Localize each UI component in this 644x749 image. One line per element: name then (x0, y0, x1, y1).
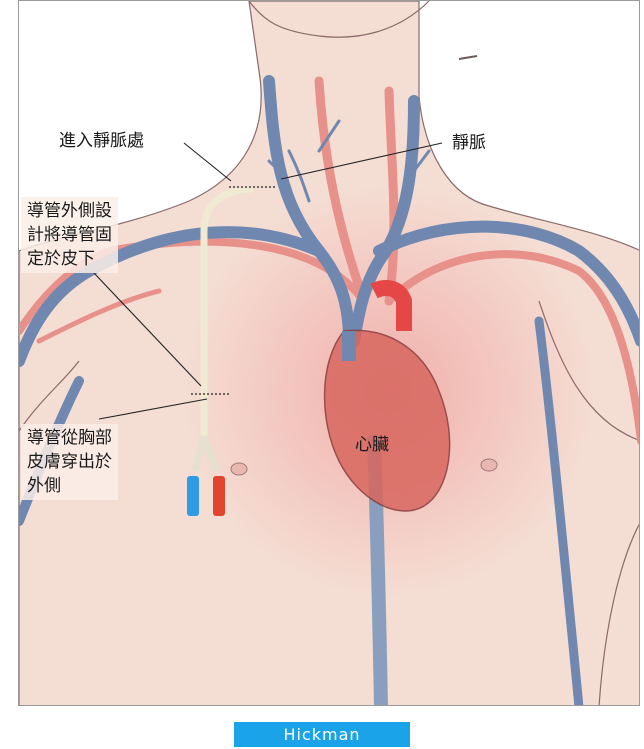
illustration-frame: 進入靜脈處 靜脈 導管外側設 計將導管固 定於皮下 導管從胸部 皮膚穿出於 外側… (18, 0, 640, 706)
mouth-line (459, 56, 477, 59)
label-entry-site: 進入靜脈處 (59, 129, 144, 153)
label-catheter-fixed-line: 定於皮下 (27, 247, 112, 271)
label-catheter-exit-line: 外側 (27, 474, 112, 498)
red-lumen-cap (213, 476, 225, 516)
label-catheter-fixed-line: 導管外側設 (27, 199, 112, 223)
right-nipple (481, 459, 497, 471)
blue-lumen-cap (187, 476, 199, 516)
label-catheter-exit-line: 皮膚穿出於 (27, 450, 112, 474)
label-catheter-exit: 導管從胸部 皮膚穿出於 外側 (21, 424, 118, 500)
caption-badge: Hickman (234, 722, 410, 747)
label-catheter-fixed-line: 計將導管固 (27, 223, 112, 247)
label-heart: 心臟 (355, 433, 389, 457)
anatomy-illustration (19, 1, 640, 706)
label-catheter-exit-line: 導管從胸部 (27, 426, 112, 450)
label-catheter-fixed: 導管外側設 計將導管固 定於皮下 (21, 197, 118, 273)
left-nipple (231, 463, 247, 475)
label-vein: 靜脈 (452, 131, 486, 155)
